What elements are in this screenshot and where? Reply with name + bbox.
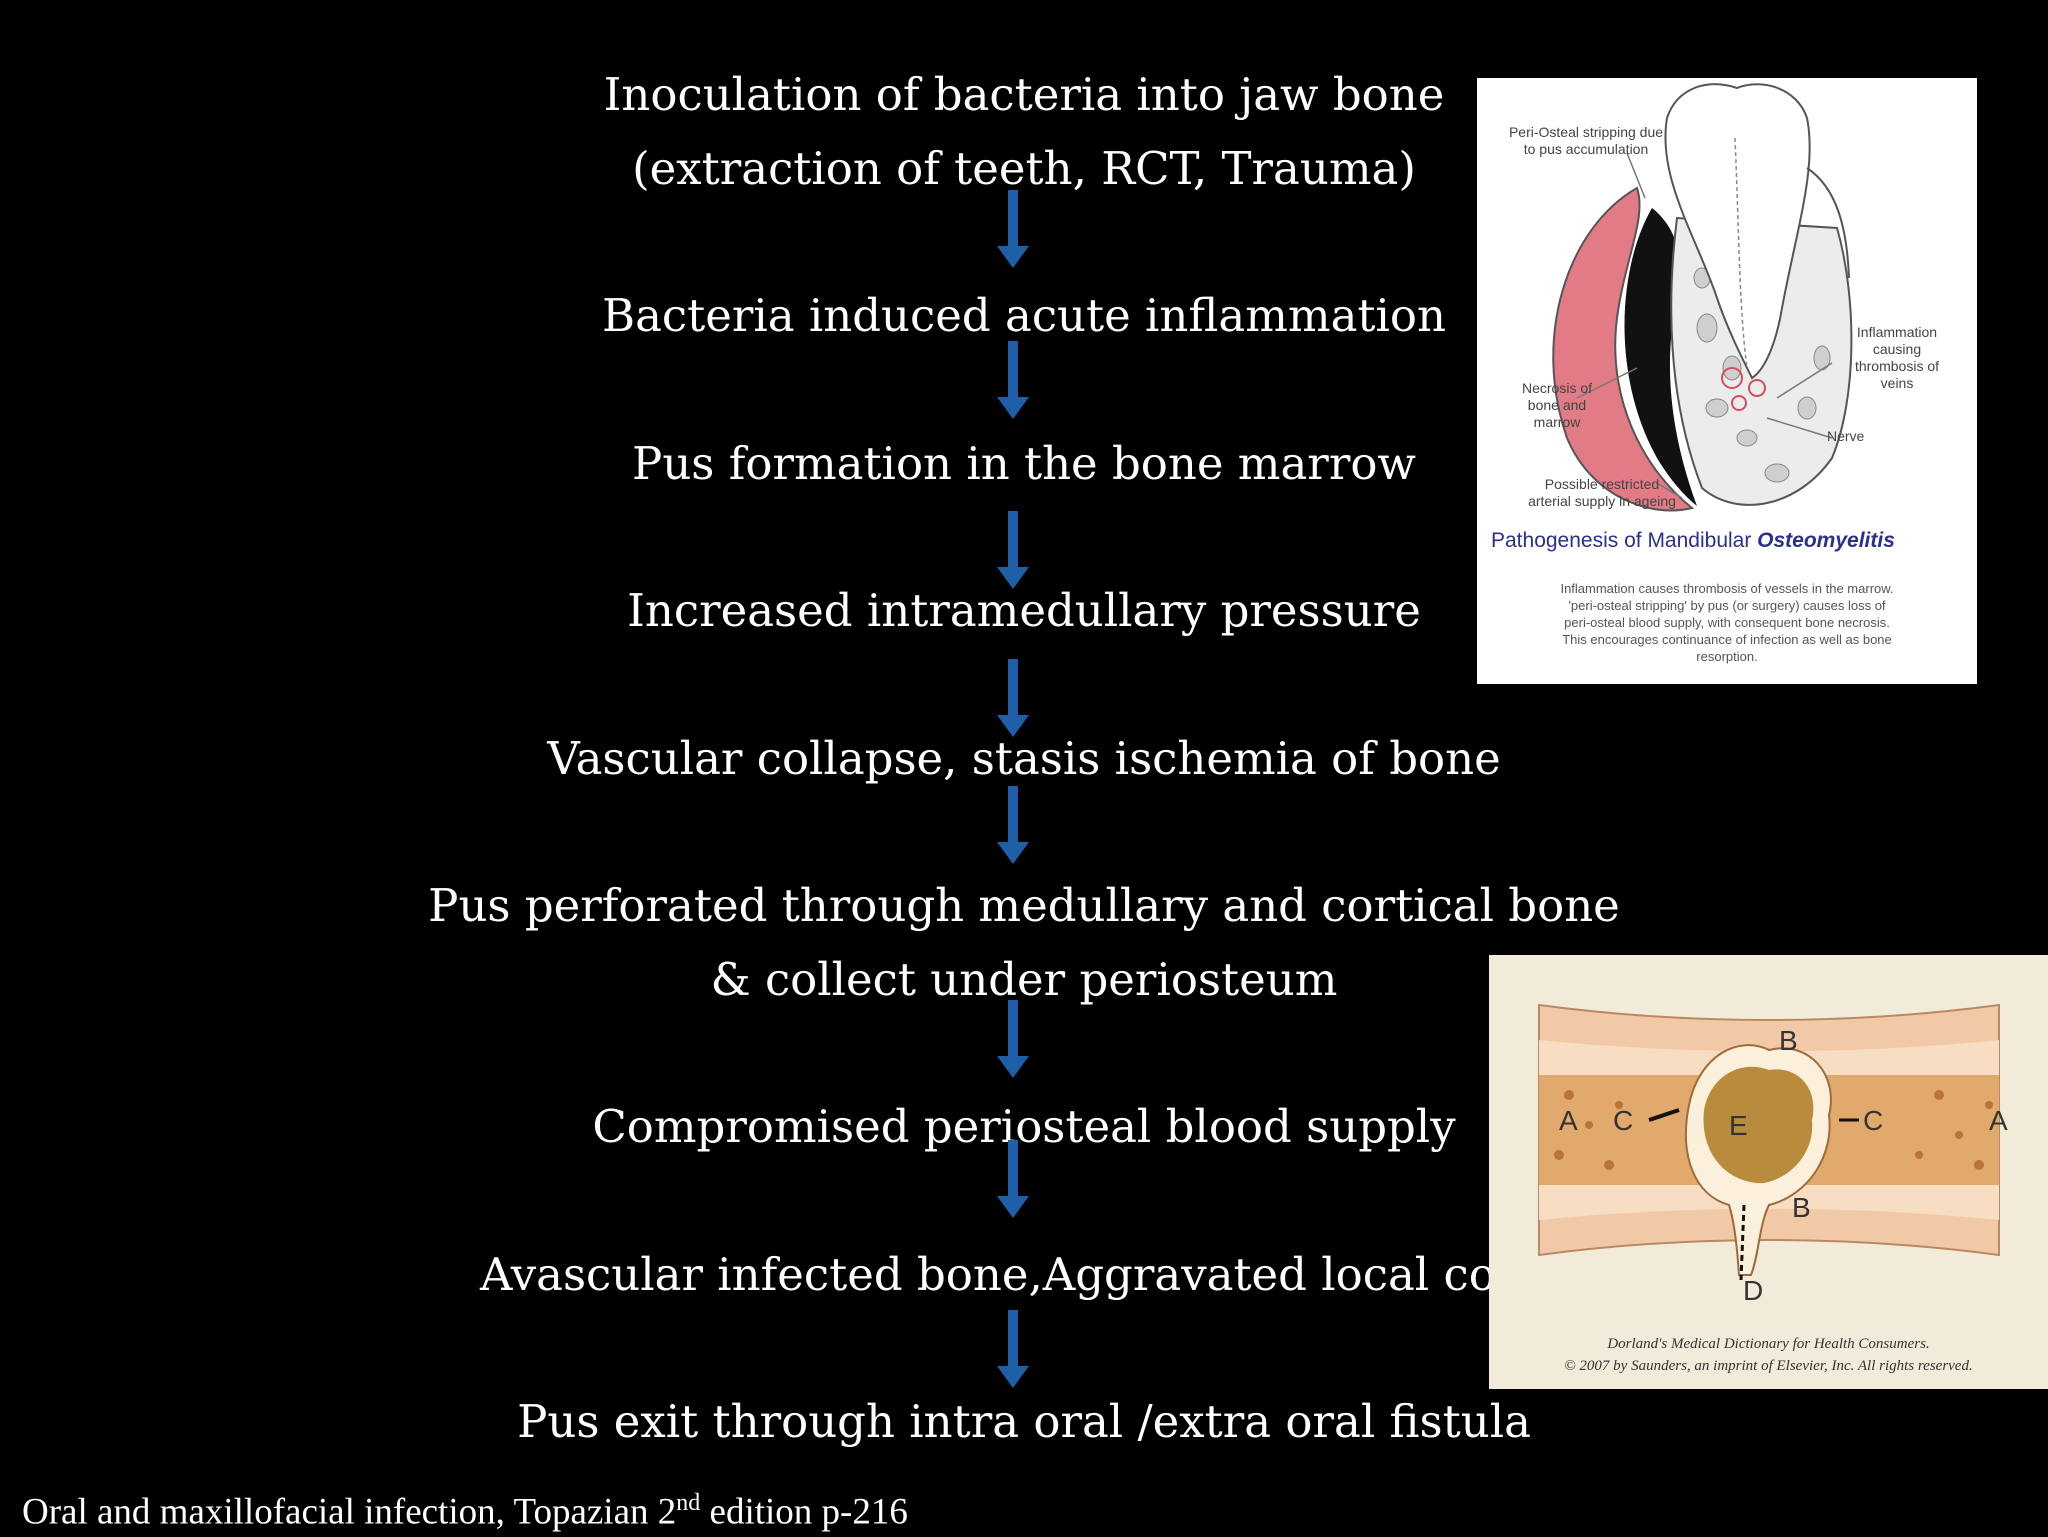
- step-9: Pus exit through intra oral /extra oral …: [0, 1385, 2048, 1459]
- step-2-line1: Bacteria induced acute inflammation: [602, 289, 1446, 342]
- figure2-credit: Dorland's Medical Dictionary for Health …: [1564, 1336, 1973, 1374]
- down-arrow-icon: [997, 190, 1029, 268]
- bone-abscess-figure: A A B B C C E D Dorland's Medical Dictio…: [1489, 955, 2048, 1389]
- step-9-line1: Pus exit through intra oral /extra oral …: [517, 1395, 1531, 1448]
- label-d: D: [1743, 1275, 1764, 1306]
- down-arrow-icon: [997, 511, 1029, 589]
- step-6-line2: & collect under periosteum: [710, 953, 1338, 1006]
- step-8-line1: Avascular infected bone,Aggravated local…: [480, 1248, 1568, 1301]
- label-nerve: Nerve: [1827, 428, 1865, 444]
- label-a-left: A: [1559, 1105, 1578, 1136]
- osteomyelitis-pathogenesis-figure: Peri-Osteal stripping due to pus accumul…: [1477, 78, 1977, 684]
- label-periosteal-stripping: Peri-Osteal stripping due to pus accumul…: [1508, 124, 1664, 157]
- step-7: Compromised periosteal blood supply: [0, 1090, 2048, 1164]
- label-c-right: C: [1863, 1105, 1884, 1136]
- step-5-line1: Vascular collapse, stasis ischemia of bo…: [547, 732, 1501, 785]
- figure1-caption: Inflammation causes thrombosis of vessel…: [1560, 581, 1894, 664]
- step-6-line1: Pus perforated through medullary and cor…: [428, 879, 1620, 932]
- figure1-title: Pathogenesis of Mandibular Osteomyelitis: [1491, 529, 1895, 552]
- step-7-line1: Compromised periosteal blood supply: [592, 1100, 1456, 1153]
- step-3: Pus formation in the bone marrow: [0, 427, 2048, 501]
- down-arrow-icon: [997, 1310, 1029, 1388]
- label-e: E: [1729, 1110, 1748, 1141]
- bone-abscess-illustration: [1538, 1003, 2000, 1281]
- step-2: Bacteria induced acute inflammation: [0, 279, 2048, 353]
- label-inflammation: Inflammation causing thrombosis of veins: [1854, 324, 1940, 391]
- down-arrow-icon: [997, 341, 1029, 419]
- citation-footer: Oral and maxillofacial infection, Topazi…: [22, 1490, 908, 1533]
- down-arrow-icon: [997, 1140, 1029, 1218]
- step-4-line1: Increased intramedullary pressure: [627, 584, 1421, 637]
- step-1-line2: (extraction of teeth, RCT, Trauma): [632, 142, 1416, 195]
- step-4: Increased intramedullary pressure: [0, 574, 2048, 648]
- label-b-bottom: B: [1792, 1192, 1811, 1223]
- step-8: Avascular infected bone,Aggravated local…: [0, 1238, 2048, 1312]
- step-1-line1: Inoculation of bacteria into jaw bone: [603, 68, 1445, 121]
- down-arrow-icon: [997, 786, 1029, 864]
- step-6: Pus perforated through medullary and cor…: [0, 869, 2048, 1017]
- label-necrosis: Necrosis of bone and marrow: [1521, 380, 1593, 430]
- label-arterial-supply: Possible restricted arterial supply in a…: [1528, 476, 1676, 509]
- down-arrow-icon: [997, 1000, 1029, 1078]
- label-b-top: B: [1779, 1025, 1798, 1056]
- down-arrow-icon: [997, 659, 1029, 737]
- step-3-line1: Pus formation in the bone marrow: [632, 437, 1416, 490]
- label-c-left: C: [1613, 1105, 1634, 1136]
- step-1: Inoculation of bacteria into jaw bone (e…: [0, 58, 2048, 206]
- tooth-cross-section-illustration: [1552, 83, 1853, 512]
- step-5: Vascular collapse, stasis ischemia of bo…: [0, 722, 2048, 796]
- label-a-right: A: [1989, 1105, 2008, 1136]
